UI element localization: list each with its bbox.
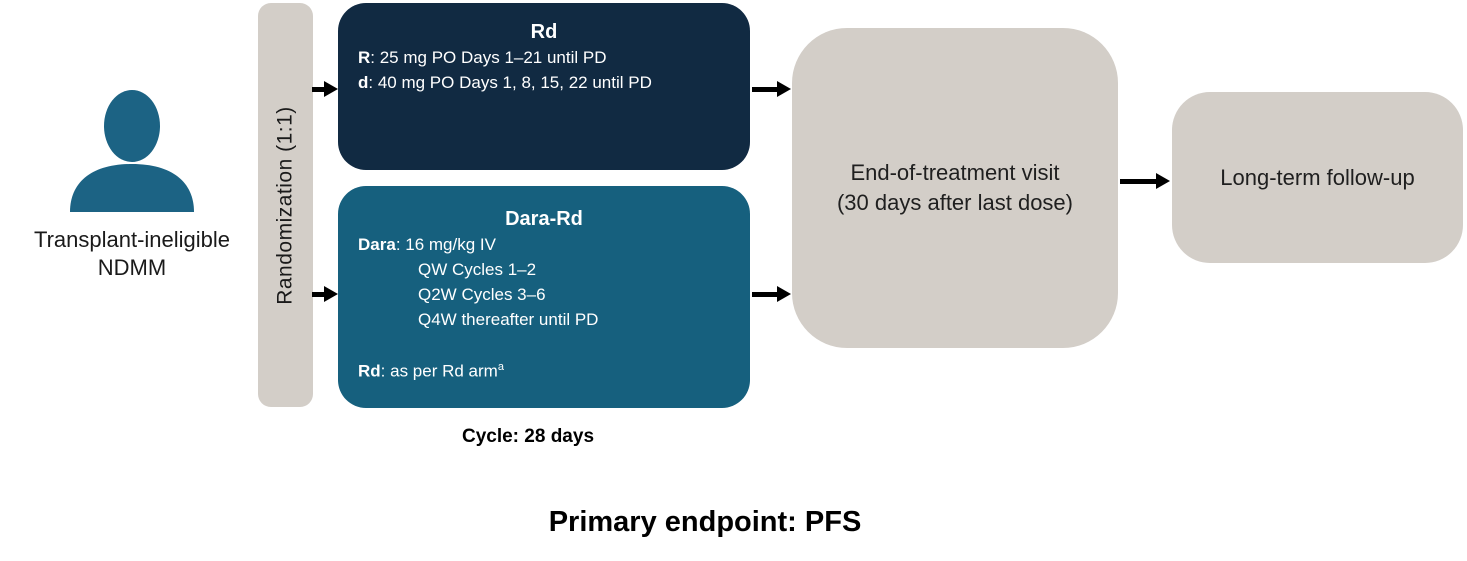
eot-line1: End-of-treatment visit	[850, 160, 1060, 185]
rd-drug-abbrev: R	[358, 48, 371, 67]
dara-schedule-line2: Q2W Cycles 3–6	[418, 285, 546, 304]
arrow-dara-rd-to-eot	[752, 286, 791, 302]
rd-backbone-text: : as per Rd arm	[380, 361, 498, 381]
arrow-eot-to-ltfu	[1120, 173, 1170, 189]
long-term-followup-label: Long-term follow-up	[1220, 164, 1415, 190]
dara-drug-abbrev: Dara	[358, 235, 396, 254]
arrow-randomization-to-rd	[312, 81, 338, 97]
eot-line2: (30 days after last dose)	[836, 190, 1073, 215]
person-head	[104, 90, 160, 162]
long-term-followup-box: Long-term follow-up	[1172, 92, 1463, 263]
rd-arm-line2: d: 40 mg PO Days 1, 8, 15, 22 until PD	[338, 70, 750, 95]
end-of-treatment-label: End-of-treatment visit (30 days after la…	[837, 158, 1073, 218]
rd-backbone-abbrev: Rd	[358, 361, 381, 381]
population-label: Transplant-ineligible NDMM	[2, 226, 262, 282]
rd-drug-dose: : 25 mg PO Days 1–21 until PD	[370, 48, 607, 67]
dara-rd-backbone-line: Rd: as per Rd arma	[338, 355, 750, 384]
randomization-bar	[258, 3, 313, 407]
dex-drug-abbrev: d	[358, 73, 369, 92]
dara-schedule-line3: Q4W thereafter until PD	[418, 310, 599, 329]
dara-drug-dose: : 16 mg/kg IV	[395, 235, 496, 254]
end-of-treatment-box: End-of-treatment visit (30 days after la…	[792, 28, 1118, 348]
population-label-line1: Transplant-ineligible	[33, 227, 231, 252]
person-shoulders	[70, 164, 194, 212]
person-icon	[70, 90, 194, 212]
rd-arm-box: Rd R: 25 mg PO Days 1–21 until PD d: 40 …	[338, 3, 750, 170]
footnote-marker: a	[497, 361, 504, 373]
population-label-line2: NDMM	[97, 255, 167, 280]
rd-arm-line1: R: 25 mg PO Days 1–21 until PD	[338, 45, 750, 70]
randomization-label: Randomization (1:1)	[273, 106, 297, 305]
dara-dose-line: Dara: 16 mg/kg IV	[338, 232, 750, 257]
dara-schedule-line1: QW Cycles 1–2	[418, 260, 537, 279]
dara-rd-arm-title: Dara-Rd	[505, 208, 583, 230]
dara-rd-arm-box: Dara-Rd Dara: 16 mg/kg IV QW Cycles 1–2 …	[338, 186, 750, 408]
arrow-randomization-to-dara-rd	[312, 286, 338, 302]
primary-endpoint-note: Primary endpoint: PFS	[548, 506, 862, 538]
cycle-length-note: Cycle: 28 days	[461, 426, 595, 447]
arrow-rd-to-eot	[752, 81, 791, 97]
rd-arm-title: Rd	[530, 21, 558, 43]
dex-drug-dose: : 40 mg PO Days 1, 8, 15, 22 until PD	[368, 73, 652, 92]
